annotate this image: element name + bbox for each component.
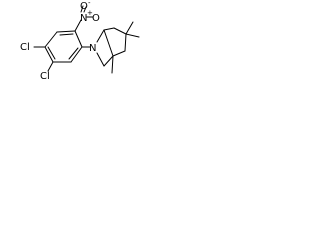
gem-dimethyl-bond [125, 33, 140, 38]
bicyclic-bond [103, 55, 114, 67]
ring-bond [56, 30, 76, 33]
bicyclic-bond [111, 55, 114, 74]
bicyclic-bond [103, 29, 114, 57]
bicyclic-bond [103, 27, 115, 31]
nitro-oxygen-side-label: O [92, 13, 100, 24]
atom-labels: N + O - O Cl Cl N [20, 0, 100, 82]
gem-dimethyl-bond [125, 21, 134, 35]
nitro-nitrogen-label: N [80, 13, 87, 24]
nitro-oxygen-top-label: O [80, 1, 88, 12]
chlorine-upper-label: Cl [20, 42, 30, 53]
chlorine-lower-label: Cl [40, 71, 50, 82]
ring-double-bond [59, 33, 74, 36]
nitro-n-o-double-bond [83, 6, 87, 13]
nitro-group [74, 5, 94, 32]
nitro-nitrogen-charge: + [87, 9, 93, 17]
chemical-structure: N + O - O Cl Cl N [20, 0, 140, 82]
ring-to-nitro-bond [74, 19, 82, 32]
ring-bond [70, 46, 83, 63]
ring-to-cl-lower-bond [47, 61, 54, 72]
azabicyclo-system [96, 21, 140, 74]
ring-double-bond [47, 46, 56, 60]
bicyclic-bond [113, 27, 127, 35]
nitro-n-o-double-bond [80, 5, 84, 13]
ring-nitrogen-label: N [89, 43, 96, 54]
bicyclic-bond [96, 52, 105, 67]
bicyclic-bond [96, 29, 105, 43]
ring-double-bond [68, 47, 79, 60]
ring-bond [44, 31, 58, 48]
bicyclic-bond [124, 33, 127, 52]
nitro-oxygen-top-charge: - [88, 0, 91, 7]
ring-bond [74, 30, 83, 48]
ring-bond [44, 46, 54, 63]
benzene-ring [44, 30, 83, 63]
bicyclic-bond [112, 50, 126, 57]
